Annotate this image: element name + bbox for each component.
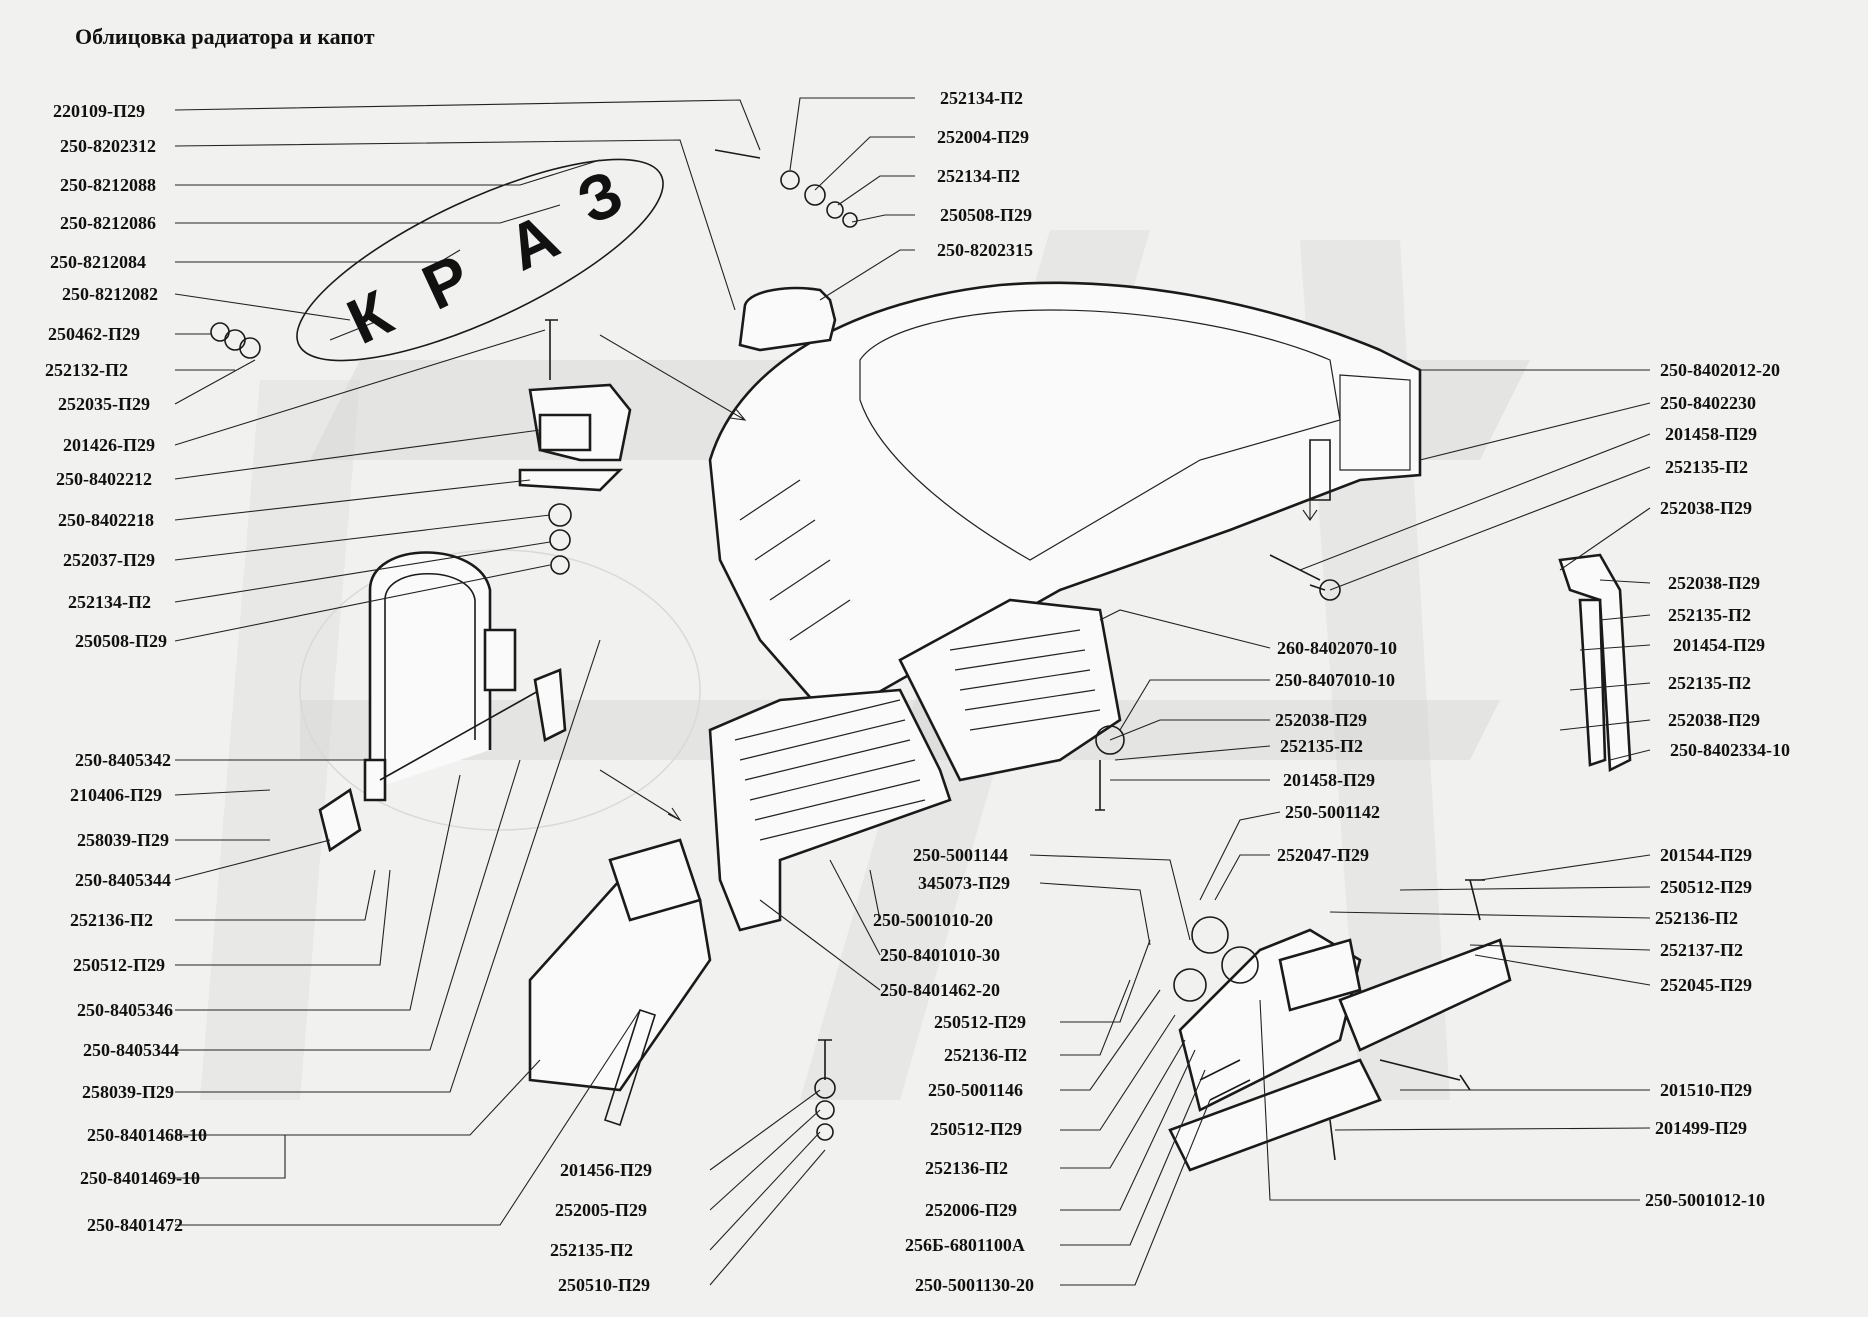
grille-handle-250-8405346 — [318, 551, 567, 853]
part-label: 252134-П2 — [68, 592, 151, 612]
part-label: 345073-П29 — [918, 873, 1010, 893]
diagram-title: Облицовка радиатора и капот — [75, 24, 375, 49]
part-label: 252038-П29 — [1668, 710, 1760, 730]
part-label: 250508-П29 — [75, 631, 167, 651]
grab-handle-250-8202315 — [714, 149, 858, 352]
part-label: 250-8402334-10 — [1670, 740, 1790, 760]
part-label: 201499-П29 — [1655, 1118, 1747, 1138]
part-label: 250462-П29 — [48, 324, 140, 344]
part-label: 250-8202312 — [60, 136, 156, 156]
part-label: 252135-П2 — [1668, 673, 1751, 693]
part-label: 250-5001012-10 — [1645, 1190, 1765, 1210]
part-label: 252134-П2 — [940, 88, 1023, 108]
hood-250-8402012-20 — [708, 281, 1422, 722]
part-label: 250-8212084 — [50, 252, 146, 272]
part-label: 252135-П2 — [1280, 736, 1363, 756]
logo-plate — [296, 158, 664, 362]
part-label: 250-8402230 — [1660, 393, 1756, 413]
part-label: 252004-П29 — [937, 127, 1029, 147]
bracket-250-8402334-10 — [1558, 553, 1632, 773]
part-label: 201458-П29 — [1283, 770, 1375, 790]
part-label: 201544-П29 — [1660, 845, 1752, 865]
part-label: 250-8212082 — [62, 284, 158, 304]
part-label: 250-8401472 — [87, 1215, 183, 1235]
radiator-shell-250-8401010-30 — [708, 598, 1122, 932]
part-label: 250-8401469-10 — [80, 1168, 200, 1188]
part-label: 252037-П29 — [63, 550, 155, 570]
part-label: 250-8405344 — [75, 870, 171, 890]
part-label: 250-8212086 — [60, 213, 156, 233]
part-label: 250-8402212 — [56, 469, 152, 489]
part-label: 252045-П29 — [1660, 975, 1752, 995]
part-label: 201454-П29 — [1673, 635, 1765, 655]
part-label: 250-5001010-20 — [873, 910, 993, 930]
part-label: 252132-П2 — [45, 360, 128, 380]
part-label: 250512-П29 — [1660, 877, 1752, 897]
part-label: 250-8405346 — [77, 1000, 173, 1020]
part-label: 250510-П29 — [558, 1275, 650, 1295]
hinge-assembly-250-5001012-10 — [1168, 916, 1512, 1172]
part-label: 220109-П29 — [53, 101, 145, 121]
part-label: 201456-П29 — [560, 1160, 652, 1180]
part-label: 252136-П2 — [70, 910, 153, 930]
part-label: 210406-П29 — [70, 785, 162, 805]
part-label: 252136-П2 — [925, 1158, 1008, 1178]
part-label: 250-5001146 — [928, 1080, 1024, 1100]
part-label: 250508-П29 — [940, 205, 1032, 225]
part-label: 256Б-6801100А — [905, 1235, 1025, 1255]
part-label: 250-5001130-20 — [915, 1275, 1034, 1295]
part-label: 250-8401462-20 — [880, 980, 1000, 1000]
part-label: 252135-П2 — [1668, 605, 1751, 625]
part-label: 250512-П29 — [934, 1012, 1026, 1032]
part-label: 252134-П2 — [937, 166, 1020, 186]
part-label: 250-5001144 — [913, 845, 1009, 865]
leader-lines — [174, 97, 1651, 1286]
part-label: 252137-П2 — [1660, 940, 1743, 960]
part-label: 250512-П29 — [930, 1119, 1022, 1139]
part-label: 258039-П29 — [82, 1082, 174, 1102]
part-label: 250-8402012-20 — [1660, 360, 1780, 380]
part-label: 252038-П29 — [1668, 573, 1760, 593]
part-label: 201426-П29 — [63, 435, 155, 455]
part-label: 252005-П29 — [555, 1200, 647, 1220]
part-label: 252006-П29 — [925, 1200, 1017, 1220]
part-label: 252035-П29 — [58, 394, 150, 414]
part-label: 250-8401010-30 — [880, 945, 1000, 965]
part-label: 252047-П29 — [1277, 845, 1369, 865]
part-label: 250-8402218 — [58, 510, 154, 530]
part-label: 250-8401468-10 — [87, 1125, 207, 1145]
part-label: 252038-П29 — [1275, 710, 1367, 730]
part-label: 250-8405344 — [83, 1040, 179, 1060]
part-label: 201458-П29 — [1665, 424, 1757, 444]
part-label: 260-8402070-10 — [1277, 638, 1397, 658]
part-label: 250-8405342 — [75, 750, 171, 770]
part-label: 252135-П2 — [550, 1240, 633, 1260]
bracket-250-8402212 — [518, 319, 632, 492]
side-panel-250-8401469-10 — [528, 838, 712, 1127]
part-label: 258039-П29 — [77, 830, 169, 850]
part-label: 252135-П2 — [1665, 457, 1748, 477]
part-label: 201510-П29 — [1660, 1080, 1752, 1100]
fasteners — [210, 322, 1485, 1161]
part-label: 250512-П29 — [73, 955, 165, 975]
part-label: 250-8407010-10 — [1275, 670, 1395, 690]
part-label: 250-8202315 — [937, 240, 1033, 260]
part-label: 250-8212088 — [60, 175, 156, 195]
part-label: 250-5001142 — [1285, 802, 1381, 822]
part-label: 252136-П2 — [1655, 908, 1738, 928]
part-label: 252038-П29 — [1660, 498, 1752, 518]
part-label: 252136-П2 — [944, 1045, 1027, 1065]
